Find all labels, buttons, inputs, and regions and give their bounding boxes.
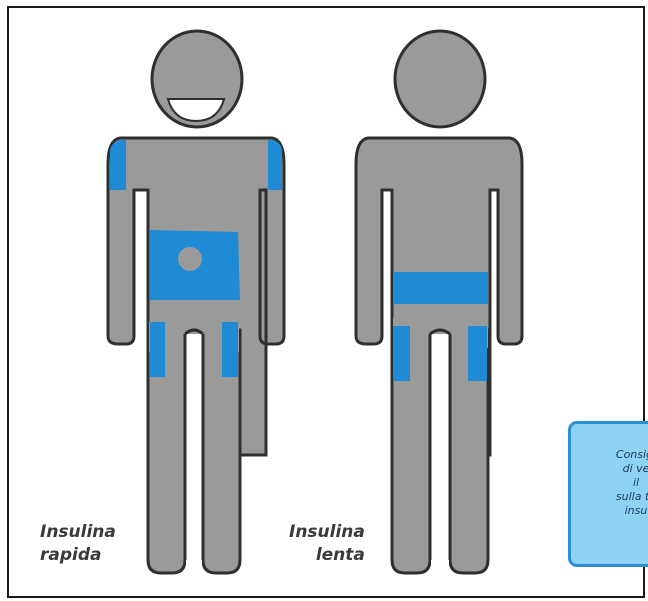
- caption-rapid: Insulina rapida: [40, 521, 116, 567]
- note-line: sulla te: [571, 490, 648, 504]
- rapid-zone-right-thigh: [222, 322, 238, 377]
- advice-note: Consigl di ve il sulla te insu: [568, 421, 648, 567]
- slow-zone-right-thigh: [468, 326, 487, 381]
- rapid-zone-right-arm: [268, 140, 282, 190]
- rapid-leg-gap: [186, 334, 202, 574]
- note-line: Consigl: [571, 448, 648, 462]
- caption-rapid-line2: rapida: [40, 544, 116, 567]
- note-line: il: [571, 476, 648, 490]
- caption-slow-line2: lenta: [289, 544, 365, 567]
- caption-rapid-line1: Insulina: [40, 521, 116, 544]
- slow-zone-buttocks: [393, 272, 488, 304]
- slow-zone-left-thigh: [393, 326, 410, 381]
- note-line: di ve: [571, 462, 648, 476]
- rapid-zone-left-arm: [110, 140, 126, 190]
- diagram-frame: [8, 7, 644, 597]
- slow-leg-gap: [431, 334, 449, 574]
- rapid-zone-left-thigh: [150, 322, 165, 377]
- caption-slow-line1: Insulina: [289, 521, 365, 544]
- caption-slow: Insulina lenta: [289, 521, 365, 567]
- slow-head: [395, 31, 485, 127]
- navel: [178, 247, 202, 271]
- advice-note-text: Consigl di ve il sulla te insu: [571, 448, 648, 518]
- note-line: insu: [571, 504, 648, 518]
